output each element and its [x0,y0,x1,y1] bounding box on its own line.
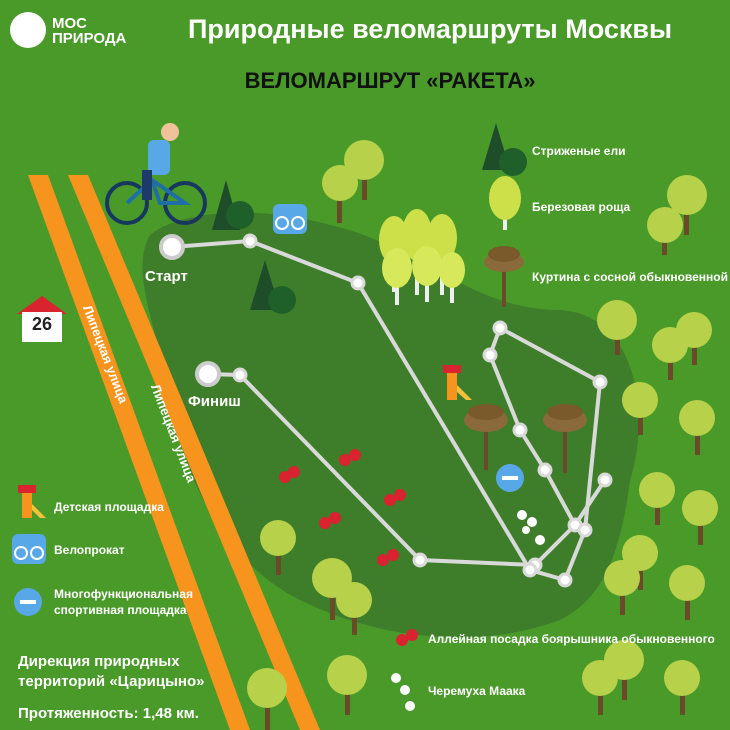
route-length: Протяженность: 1,48 км. [18,705,199,722]
pine-trees [464,246,587,473]
legend-bike-rental-label: Велопрокат [54,543,125,557]
legend-birch-label: Березовая роща [532,200,631,214]
legend-playground-label: Детская площадка [54,500,164,514]
directorate-text: Дирекция природных территорий «Царицыно» [18,653,205,690]
bird-cherry-flowers [391,510,545,711]
finish-point [195,361,221,387]
playground-icon [18,485,46,518]
legend-spruce-label: Стриженые ели [532,144,626,158]
house-icon [17,296,67,342]
legend-bird-cherry-label: Черемуха Маака [428,684,526,698]
logo-text-line1: МОС [52,15,87,32]
logo-tree-icon [10,12,46,48]
logo-text-line2: ПРИРОДА [52,30,127,47]
route-nodes [232,233,613,588]
dumbbell-icon [14,588,42,616]
sports-ground-marker [496,464,524,492]
finish-label: Финиш [188,393,241,410]
route-title: ВЕЛОМАРШРУТ «РАКЕТА» [244,68,536,93]
legend-pine-label: Куртина с сосной обыкновенной [532,270,729,284]
start-label: Старт [145,268,188,285]
page-title: Природные веломаршруты Москвы [187,14,673,44]
birch-tree-icon [489,176,521,230]
street-left [28,175,250,730]
light-trees [247,140,718,730]
bike-rental-marker [273,204,307,234]
legend-sports-ground-label: Многофункциональная спортивная площадка [54,587,193,617]
bicycle-icon [12,534,46,564]
rosehips [279,449,418,646]
start-point [159,234,185,260]
street-right [68,175,320,730]
pine-tree-icon [484,246,524,307]
birch-grove [379,209,465,305]
rosehip-icon [396,634,408,646]
legend-hawthorn-label: Аллейная посадка боярышника обыкновенног… [428,632,715,646]
house-number: 26 [31,314,53,334]
route-path [171,238,607,583]
playground-marker [443,365,472,400]
spruce-trees [212,123,527,314]
bird-cherry-flower-icon [391,673,401,683]
cyclist-illustration [105,123,207,225]
